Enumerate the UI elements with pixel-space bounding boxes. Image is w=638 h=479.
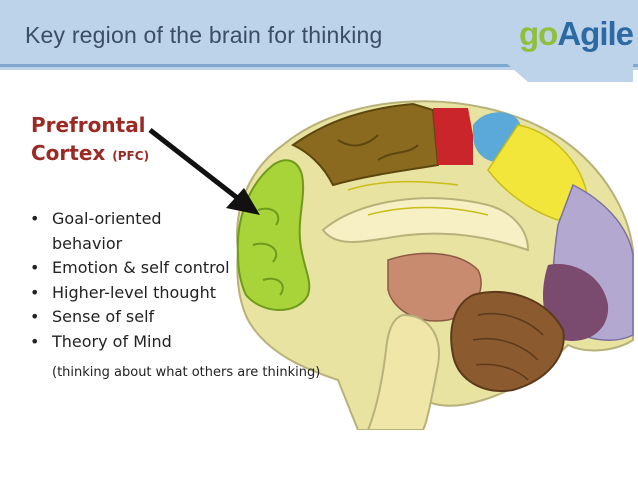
- bullet-dot: •: [30, 331, 40, 351]
- heading-cortex: Cortex: [31, 141, 106, 165]
- bullet-list: • Goal-oriented behavior • Emotion & self …: [30, 207, 230, 354]
- logo-agile: Agile: [557, 15, 634, 52]
- bullet-note: (thinking about what others are thinking…: [52, 365, 321, 380]
- heading-line2: Cortex (PFC): [31, 139, 149, 170]
- bullet-text: behavior: [52, 233, 123, 253]
- bullet-dot: •: [30, 307, 40, 326]
- bullet-text: Higher-level thought: [52, 282, 216, 302]
- bullet-text: Sense of self: [52, 307, 155, 326]
- slide-title: Key region of the brain for thinking: [25, 22, 383, 48]
- bullet-item: • Sense of self: [30, 305, 230, 330]
- header-divider: [0, 64, 638, 67]
- region-heading: Prefrontal Cortex (PFC): [31, 111, 149, 170]
- goagile-logo: goAgile: [519, 15, 634, 53]
- brain-illustration: [236, 100, 634, 430]
- bullet-item: • Goal-oriented: [30, 207, 230, 232]
- slide-header: [0, 0, 638, 70]
- bullet-dot: •: [30, 209, 40, 228]
- logo-go: go: [519, 15, 558, 52]
- heading-line1: Prefrontal: [31, 113, 146, 137]
- bullet-item: • Emotion & self control: [30, 256, 230, 281]
- bullet-dot: •: [30, 258, 40, 277]
- bullet-text: Goal-oriented: [52, 209, 162, 228]
- heading-abbr: (PFC): [112, 149, 150, 163]
- header-tab: [505, 62, 633, 82]
- bullet-item: • Theory of Mind: [30, 330, 230, 355]
- bullet-text: Theory of Mind: [52, 331, 172, 351]
- bullet-item: • Higher-level thought: [30, 281, 230, 306]
- bullet-dot: •: [30, 282, 40, 302]
- pointer-arrow: [148, 128, 260, 215]
- bullet-item-continued: behavior: [30, 232, 230, 257]
- bullet-text: Emotion & self control: [52, 258, 230, 277]
